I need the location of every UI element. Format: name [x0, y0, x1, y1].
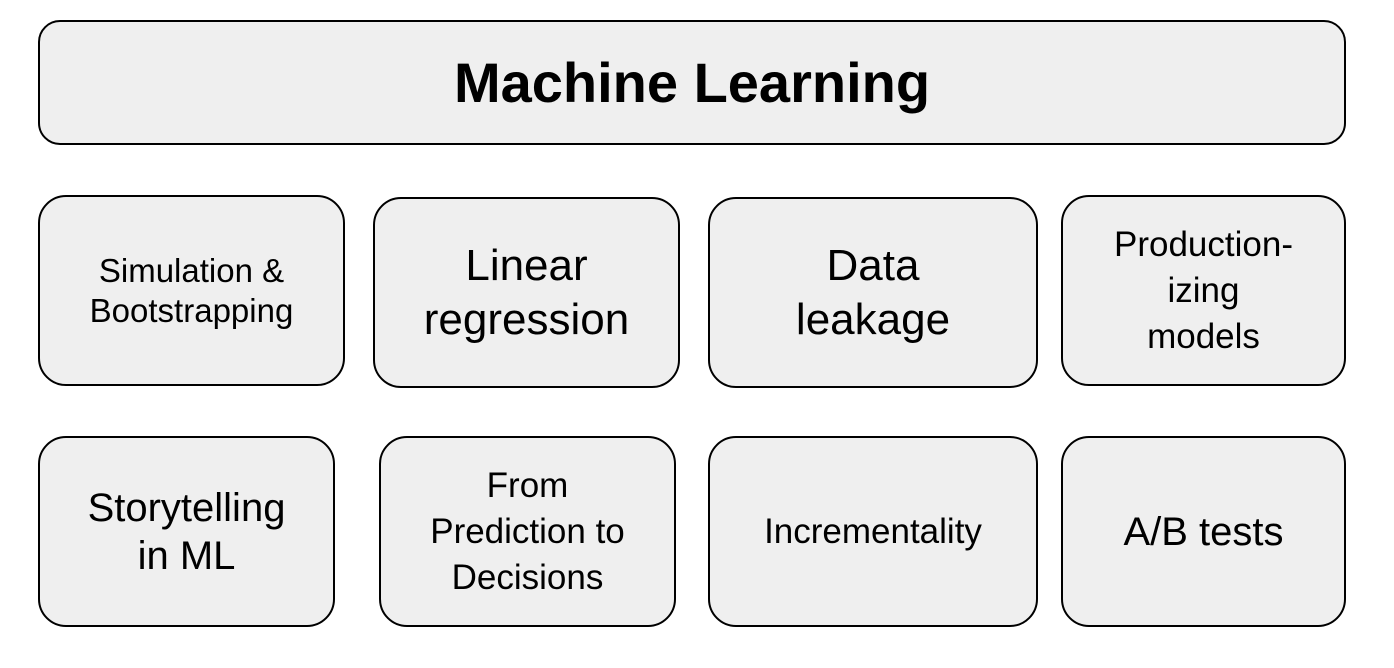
diagram-title: Machine Learning: [453, 51, 931, 114]
topic-label: Storytelling in ML: [87, 485, 286, 578]
topic-label: Linear regression: [423, 240, 630, 344]
topic-incrementality: Incrementality: [708, 436, 1038, 627]
topic-data-leakage: Data leakage: [708, 197, 1038, 388]
topic-simulation-bootstrapping: Simulation & Bootstrapping: [38, 195, 345, 386]
topic-label: A/B tests: [1123, 509, 1284, 554]
topic-storytelling-in-ml: Storytelling in ML: [38, 436, 335, 627]
topic-productionizing-models: Production- izing models: [1061, 195, 1346, 386]
topic-prediction-to-decisions: From Prediction to Decisions: [379, 436, 676, 627]
title-box: Machine Learning: [38, 20, 1346, 145]
topic-label: Production- izing models: [1114, 224, 1293, 356]
topic-linear-regression: Linear regression: [373, 197, 680, 388]
topic-ab-tests: A/B tests: [1061, 436, 1346, 627]
topic-label: Incrementality: [764, 511, 982, 551]
topic-label: From Prediction to Decisions: [430, 465, 625, 597]
topic-label: Data leakage: [795, 240, 951, 344]
topic-label: Simulation & Bootstrapping: [89, 251, 294, 329]
